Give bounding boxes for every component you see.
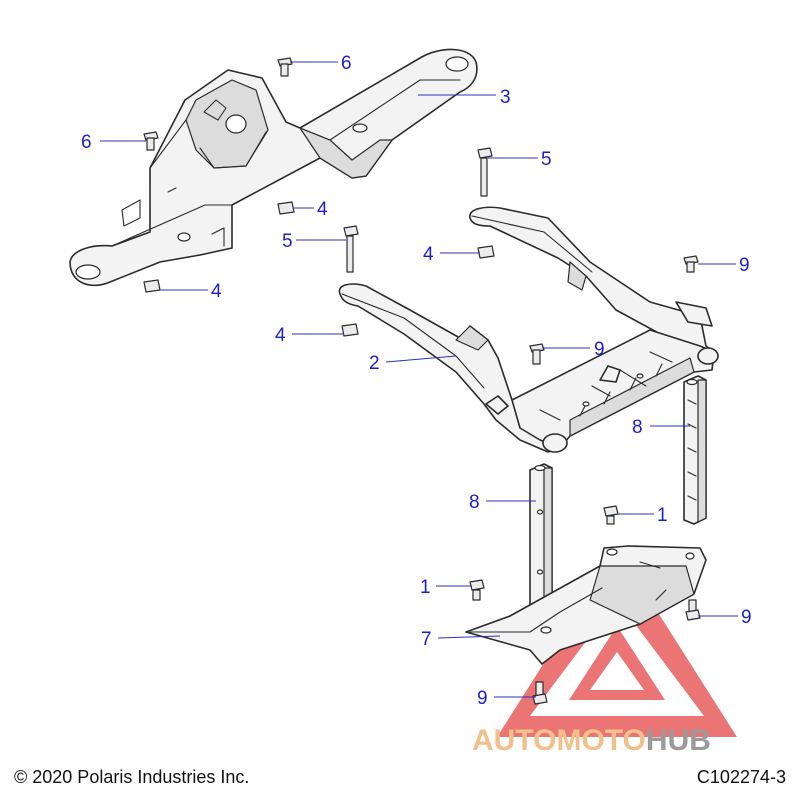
callout-label: 9	[741, 607, 752, 628]
callout-label: 9	[594, 339, 605, 360]
part-8-post-left	[529, 463, 553, 611]
fastener-4-c	[143, 279, 161, 293]
fastener-5-left	[343, 225, 359, 273]
callout-label: 8	[632, 417, 643, 438]
callout-label: 5	[282, 231, 293, 252]
callout-label: 8	[469, 492, 480, 513]
part-7-lower-crossmember	[465, 545, 707, 665]
fastener-6-left	[143, 131, 159, 151]
callout-label: 1	[657, 505, 668, 526]
callout-label: 6	[81, 132, 92, 153]
callout-label: 5	[541, 149, 552, 170]
callout-label: 7	[421, 629, 432, 650]
part-2-main-frame	[338, 206, 719, 453]
fastener-4-d	[341, 323, 359, 337]
part-8-post-right	[683, 375, 707, 525]
callout-label: 2	[369, 353, 380, 374]
fastener-9-c	[685, 599, 701, 621]
callout-label: 1	[420, 577, 431, 598]
copyright-text: © 2020 Polaris Industries Inc.	[14, 767, 249, 787]
callout-label: 4	[423, 244, 434, 265]
callout-label: 6	[341, 53, 352, 74]
part-3-upper-frame	[69, 48, 478, 287]
fastener-1-left	[469, 579, 485, 601]
callout-label: 9	[739, 255, 750, 276]
callout-label: 4	[211, 281, 222, 302]
watermark-triangle-inner	[569, 626, 665, 700]
watermark-word-1: AUTOMOTO	[472, 724, 646, 757]
figure-code: C102274-3	[697, 767, 786, 787]
leader-lines	[100, 61, 738, 698]
fastener-4-b	[477, 245, 495, 259]
fastener-9-d	[532, 681, 548, 705]
callout-labels: 6 3 6 5 4 5 4 9 4 4 2 9 8 8 1 1 9 7 9	[81, 53, 752, 709]
callout-label: 3	[500, 87, 511, 108]
watermark-word-2: HUB	[646, 724, 711, 757]
fastener-9-b	[529, 343, 545, 365]
callout-label: 4	[317, 199, 328, 220]
fastener-4-a	[277, 201, 295, 215]
callout-label: 9	[477, 688, 488, 709]
fastener-5-right	[477, 147, 493, 197]
fastener-6-top	[277, 57, 293, 77]
fastener-9-a	[683, 255, 699, 273]
callout-label: 4	[275, 325, 286, 346]
fastener-1-right	[603, 505, 619, 525]
watermark-text: AUTOMOTOHUB	[472, 724, 711, 757]
